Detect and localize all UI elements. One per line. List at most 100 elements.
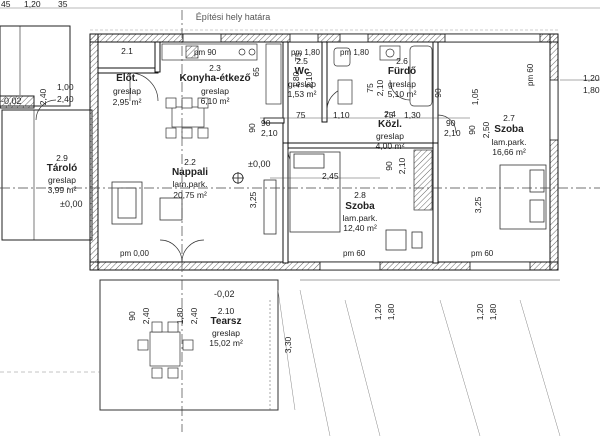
sill-pm90: pm 90 [194, 48, 217, 57]
sill-pm180-bath: pm 1,80 [340, 48, 369, 57]
room-24-number: 2.4 [384, 109, 396, 119]
room-210-floor: greslap [212, 328, 240, 338]
room-23-floor: greslap [201, 86, 229, 96]
dim-330: 3,30 [282, 336, 293, 354]
terrace [99, 279, 279, 411]
dim-90b: 90 [446, 118, 456, 128]
site-lines [0, 279, 561, 436]
dim-90f: 90 [466, 125, 477, 135]
dim-90c: 90 [246, 123, 257, 133]
level-left: -0,02 [1, 96, 22, 106]
room-24-area: 4,00 m² [375, 141, 405, 151]
room-21-floor: greslap [113, 86, 141, 96]
dim-90w: 90 [383, 161, 394, 171]
dim-250: 2,50 [480, 121, 491, 139]
room-22-area: 20,75 m² [173, 190, 207, 200]
dim-120b2: 1,20 [474, 303, 485, 321]
room-22-floor: lam.park. [172, 179, 208, 189]
dim-75c: 75 [364, 83, 375, 93]
sill-pm000: pm 0,00 [120, 249, 149, 258]
dim-180r: 1,80 [583, 85, 600, 95]
dim-325a: 3,25 [247, 191, 258, 209]
living-furniture [111, 179, 277, 235]
dim-180t: 1,80 [174, 307, 185, 325]
dim-120b1: 1,20 [372, 303, 383, 321]
dimension-lines [260, 79, 600, 410]
dim-90a: 90 [261, 118, 271, 128]
room-27-name: Szoba [494, 124, 524, 135]
room-26-name: Fürdő [387, 66, 417, 77]
room-29-floor: greslap [48, 175, 76, 185]
level-terrace: -0,02 [214, 289, 235, 299]
dim-240c: 2,40 [140, 307, 151, 325]
dim-120r: 1,20 [583, 73, 600, 83]
dim-100: 1,00 [57, 82, 74, 92]
dim-210b: 2,10 [444, 128, 461, 138]
room-23-area: 6,10 m² [200, 96, 230, 106]
dining-table [165, 97, 209, 139]
room-24-name: Közl. [378, 119, 402, 130]
room-26-floor: greslap [388, 79, 416, 89]
sill-pm180-wc: pm 1,80 [291, 48, 320, 57]
room-23-name: Konyha-étkező [179, 73, 251, 84]
bathroom-fixtures [379, 45, 433, 107]
room-22-name: Nappali [171, 167, 209, 178]
bedroom-28-furniture [289, 151, 423, 251]
dim-210d: 2,10 [374, 79, 385, 97]
wc-fixtures [333, 47, 353, 105]
sill-pm60-a: pm 60 [343, 249, 366, 258]
room-22-number: 2.2 [184, 157, 196, 167]
left-wall-hatch [0, 95, 35, 109]
kitchen-counter [161, 43, 282, 105]
room-28-name: Szoba [345, 201, 375, 212]
dim-240b: 2,40 [37, 88, 48, 106]
level-tarolo: ±0,00 [60, 199, 83, 209]
dim-top-left: 45 [1, 0, 11, 9]
dim-90g: 90 [126, 311, 137, 321]
dim-210a: 2,10 [261, 128, 278, 138]
bedroom-27-furniture [499, 164, 547, 230]
dim-180b1: 1,80 [385, 303, 396, 321]
room-29-name: Tároló [46, 163, 78, 174]
sill-pm60-right: pm 60 [526, 63, 535, 86]
dim-top-120: 1,20 [24, 0, 41, 9]
room-210-area: 15,02 m² [209, 338, 243, 348]
dim-210c: 2,10 [396, 157, 407, 175]
room-25-area: 1,53 m² [287, 89, 317, 99]
room-29-area: 3,99 m² [47, 185, 77, 195]
room-21-number: 2.1 [121, 46, 133, 56]
hallway-wardrobe [413, 149, 433, 211]
room-23-number: 2.3 [209, 63, 221, 73]
level-nappali: ±0,00 [248, 159, 271, 169]
room-26-number: 2.6 [396, 56, 408, 66]
dim-top-35: 35 [58, 0, 68, 9]
dim-110: 1,10 [333, 110, 350, 120]
boundary-label: Építési hely határa [195, 12, 271, 22]
dim-75b: 75 [384, 110, 394, 120]
room-27-floor: lam.park. [491, 137, 527, 147]
dim-325b: 3,25 [472, 196, 483, 214]
interior-walls [97, 41, 439, 264]
room-210-name: Tearsz [210, 316, 242, 327]
dim-210w: 2,10 [303, 71, 314, 89]
windows [182, 33, 559, 271]
dim-90e: 90 [432, 88, 443, 98]
dim-75d: 75 [292, 52, 303, 62]
dim-105: 1,05 [469, 88, 480, 106]
dim-180b2: 1,80 [487, 303, 498, 321]
room-27-area: 16,66 m² [492, 147, 526, 157]
room-24-floor: greslap [376, 131, 404, 141]
dim-240t: 2,40 [188, 307, 199, 325]
room-21-area: 2,95 m² [112, 97, 142, 107]
room-21-name: Előt. [116, 73, 138, 84]
dim-130: 1,30 [404, 110, 421, 120]
room-25-number: 2.5 [296, 56, 308, 66]
room-210-number: 2.10 [217, 306, 235, 316]
room-28-area: 12,40 m² [343, 223, 377, 233]
dim-245: 2,45 [322, 171, 339, 181]
room-27-number: 2.7 [503, 113, 515, 123]
dim-240a: 2,40 [57, 94, 74, 104]
dim-65: 65 [250, 67, 261, 77]
